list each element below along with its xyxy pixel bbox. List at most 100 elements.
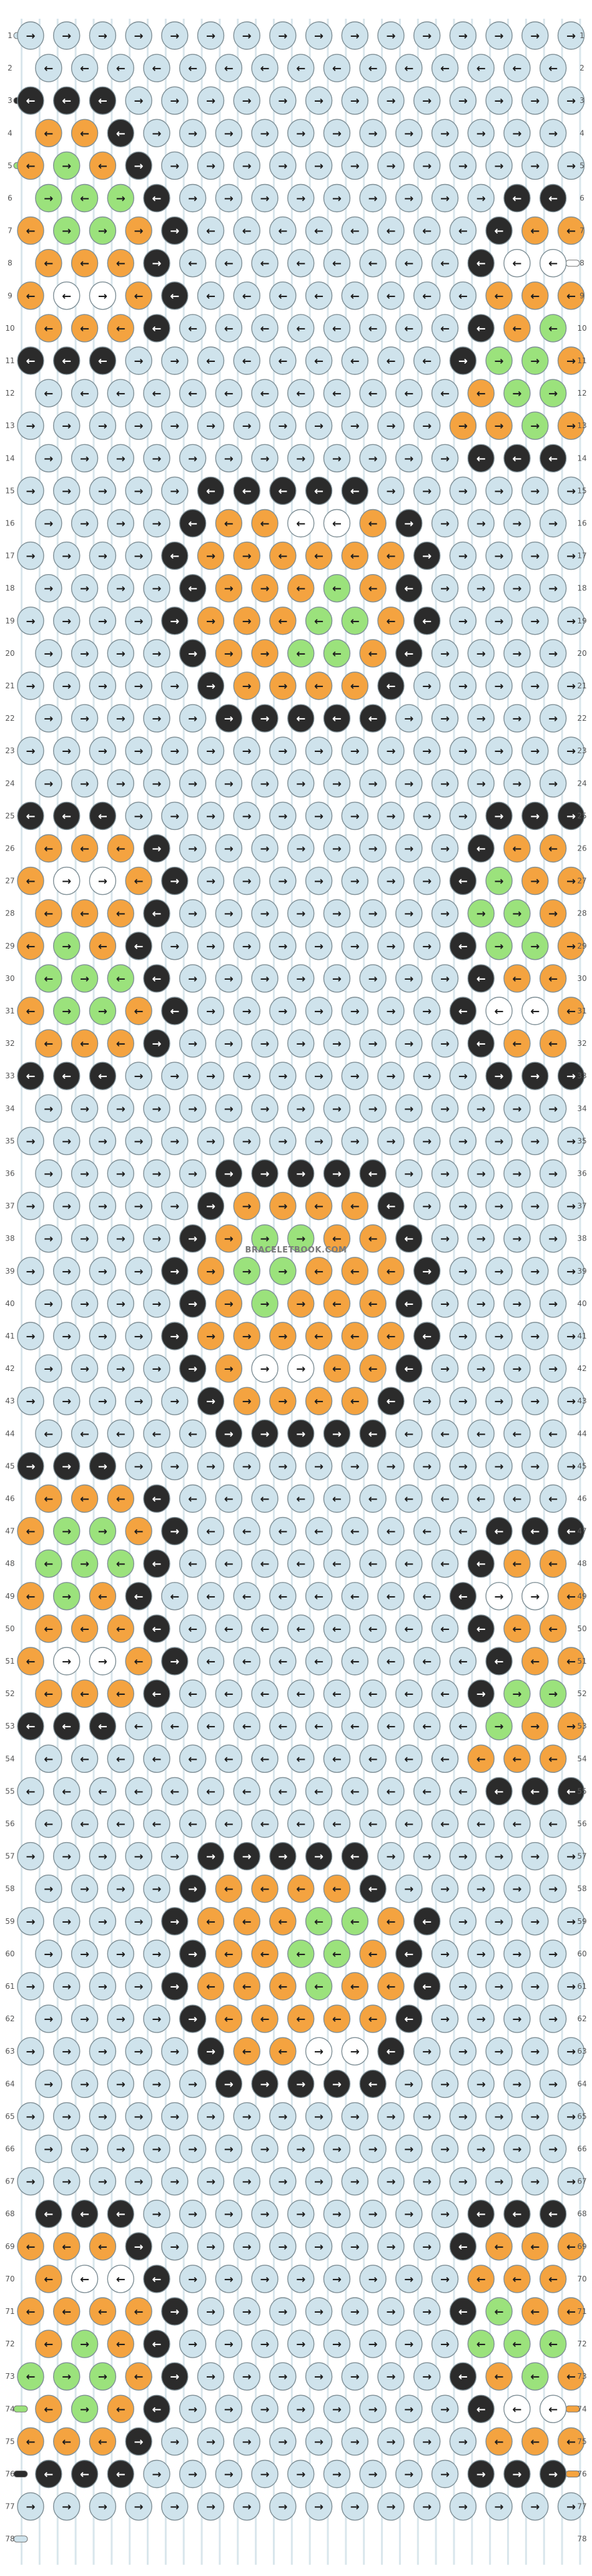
knot[interactable]: → (485, 541, 513, 570)
knot[interactable]: → (107, 1939, 134, 1968)
knot[interactable]: → (467, 574, 495, 603)
knot[interactable]: → (305, 2492, 333, 2521)
knot[interactable]: → (395, 769, 423, 798)
knot[interactable]: → (233, 2362, 260, 2391)
knot[interactable]: → (179, 444, 207, 472)
knot[interactable]: → (35, 183, 62, 213)
knot[interactable]: → (503, 574, 531, 603)
knot[interactable]: → (125, 1126, 152, 1156)
knot[interactable]: → (467, 1094, 495, 1123)
knot[interactable]: → (467, 183, 495, 213)
knot[interactable]: → (287, 2330, 315, 2358)
knot[interactable]: ← (17, 216, 44, 245)
knot[interactable]: → (71, 704, 99, 733)
knot[interactable]: → (503, 1224, 531, 1253)
knot[interactable]: → (161, 1322, 189, 1350)
knot[interactable]: ← (485, 1647, 513, 1676)
knot[interactable]: → (467, 1289, 495, 1318)
knot[interactable]: ← (215, 1679, 243, 1708)
knot[interactable]: → (287, 2459, 315, 2489)
knot[interactable]: ← (143, 54, 170, 82)
knot[interactable]: ← (107, 119, 134, 148)
knot[interactable]: ← (305, 1647, 333, 1676)
knot[interactable]: → (467, 899, 495, 928)
knot[interactable]: → (52, 1322, 81, 1350)
knot[interactable]: ← (197, 346, 225, 375)
knot[interactable]: → (449, 346, 477, 375)
knot[interactable]: → (233, 411, 260, 440)
knot[interactable]: → (449, 411, 477, 440)
knot[interactable]: → (52, 866, 81, 895)
knot[interactable]: ← (395, 1679, 423, 1708)
knot[interactable]: → (215, 2069, 243, 2099)
knot[interactable]: ← (503, 444, 531, 472)
knot[interactable]: ← (341, 1387, 368, 1415)
knot[interactable]: ← (503, 249, 531, 278)
knot[interactable]: → (71, 2069, 99, 2099)
knot[interactable]: ← (377, 1257, 405, 1286)
knot[interactable]: → (503, 1939, 531, 1968)
knot[interactable]: → (287, 834, 315, 863)
knot[interactable]: → (89, 866, 117, 895)
knot[interactable]: → (287, 1354, 315, 1383)
knot[interactable]: → (179, 183, 207, 213)
knot[interactable]: ← (233, 1907, 260, 1936)
knot[interactable]: → (503, 704, 531, 733)
knot[interactable]: ← (233, 1972, 260, 2001)
knot[interactable]: ← (52, 86, 81, 115)
knot[interactable]: → (161, 1257, 189, 1286)
knot[interactable]: → (521, 1126, 549, 1156)
knot[interactable]: → (89, 21, 117, 50)
knot[interactable]: → (35, 1094, 62, 1123)
knot[interactable]: → (305, 411, 333, 440)
knot[interactable]: → (125, 736, 152, 765)
knot[interactable]: ← (503, 183, 531, 213)
knot[interactable]: → (107, 2069, 134, 2099)
knot[interactable]: → (52, 2362, 81, 2391)
knot[interactable]: ← (377, 1582, 405, 1611)
knot[interactable]: ← (35, 314, 62, 343)
knot[interactable]: → (359, 769, 387, 798)
knot[interactable]: → (305, 736, 333, 765)
knot[interactable]: → (557, 1712, 585, 1740)
knot[interactable]: → (269, 411, 297, 440)
knot[interactable]: ← (143, 2265, 170, 2293)
knot[interactable]: ← (179, 1549, 207, 1578)
knot[interactable]: → (449, 2037, 477, 2066)
knot[interactable]: ← (287, 639, 315, 668)
knot[interactable]: ← (251, 1679, 279, 1708)
knot[interactable]: → (485, 1191, 513, 1221)
knot[interactable]: ← (287, 1679, 315, 1708)
knot[interactable]: → (431, 444, 459, 472)
knot[interactable]: → (107, 444, 134, 472)
knot[interactable]: ← (449, 2232, 477, 2261)
knot[interactable]: → (395, 2394, 423, 2424)
knot[interactable]: → (35, 704, 62, 733)
knot[interactable]: ← (413, 281, 441, 310)
knot[interactable]: → (287, 2069, 315, 2099)
knot[interactable]: → (485, 1451, 513, 1481)
knot[interactable]: ← (521, 1516, 549, 1546)
knot[interactable]: → (197, 801, 225, 831)
knot[interactable]: → (521, 1712, 549, 1740)
knot[interactable]: → (395, 2459, 423, 2489)
knot[interactable]: ← (71, 314, 99, 343)
knot[interactable]: → (179, 1354, 207, 1383)
knot[interactable]: ← (467, 1419, 495, 1448)
knot[interactable]: → (305, 997, 333, 1025)
knot[interactable]: → (161, 736, 189, 765)
knot[interactable]: ← (341, 1322, 368, 1350)
knot[interactable]: ← (35, 2459, 62, 2489)
knot[interactable]: → (52, 1451, 81, 1481)
knot[interactable]: ← (179, 1419, 207, 1448)
knot[interactable]: → (521, 1322, 549, 1350)
knot[interactable]: ← (107, 2265, 134, 2293)
knot[interactable]: → (179, 2199, 207, 2228)
knot[interactable]: → (521, 1061, 549, 1090)
knot[interactable]: → (89, 1387, 117, 1415)
knot[interactable]: ← (323, 249, 351, 278)
knot[interactable]: → (269, 671, 297, 700)
knot[interactable]: → (539, 509, 567, 538)
knot[interactable]: → (377, 1126, 405, 1156)
knot[interactable]: ← (161, 1582, 189, 1611)
